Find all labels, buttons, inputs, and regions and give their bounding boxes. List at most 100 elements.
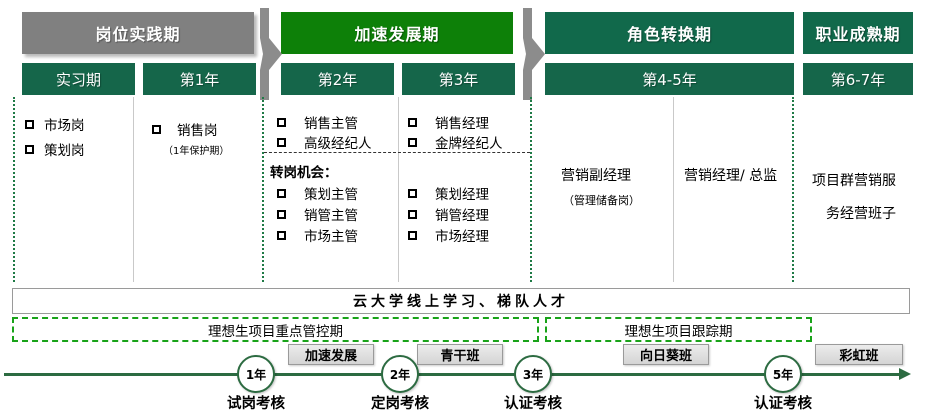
role-year45-deputy-manager: 营销副经理 — [561, 168, 631, 184]
ideal-student-control-period-bar: 理想生项目重点管控期 — [12, 317, 539, 342]
milestone-year-1: 1年 — [245, 367, 267, 382]
training-badge-youth-cadre-label: 青干班 — [440, 349, 480, 364]
phase-banner-acceleration-label: 加速发展期 — [354, 25, 440, 44]
list-item-year2-transfer-0: 策划主管 — [277, 183, 358, 203]
year-box-year3: 第3年 — [402, 63, 515, 95]
checkbox-icon[interactable] — [408, 209, 417, 219]
phase-banner-practice-label: 岗位实践期 — [95, 25, 181, 44]
list-item-intern-0: 市场岗 — [25, 114, 85, 134]
column-separator-year2-year3 — [398, 97, 399, 282]
milestone-marker-3: 3年 — [514, 355, 552, 393]
list-item-label: 高级经纪人 — [304, 136, 372, 152]
list-item-label: 金牌经纪人 — [435, 136, 503, 152]
year-box-year1-label: 第1年 — [179, 70, 220, 89]
milestone-marker-2: 2年 — [381, 355, 419, 393]
list-item-label: 销管经理 — [435, 208, 489, 224]
checkbox-icon[interactable] — [408, 117, 417, 127]
list-item-label: 策划岗 — [44, 143, 85, 159]
milestone-marker-5: 5年 — [764, 355, 802, 393]
phase-banner-maturity: 职业成熟期 — [803, 12, 913, 54]
phase-banner-acceleration: 加速发展期 — [281, 12, 513, 54]
transfer-section-divider — [264, 152, 530, 153]
checkbox-icon[interactable] — [152, 124, 161, 134]
milestone-year-3: 3年 — [522, 367, 544, 382]
timeline-arrow-icon — [899, 368, 911, 380]
role-year67-line1: 项目群营销服 — [812, 173, 896, 189]
timeline-axis — [4, 373, 901, 376]
year-box-year67-label: 第6-7年 — [830, 70, 886, 89]
checkbox-icon[interactable] — [277, 230, 286, 240]
list-item-year3-transfer-1: 销管经理 — [408, 204, 489, 224]
training-badge-rainbow-label: 彩虹班 — [839, 349, 879, 364]
list-item-year2-transfer-2: 市场主管 — [277, 225, 358, 245]
list-item-label: 销管主管 — [304, 208, 358, 224]
list-item-label: 策划主管 — [304, 187, 358, 203]
column-separator-intern-year1 — [133, 97, 134, 282]
year-box-year2-label: 第2年 — [317, 70, 358, 89]
year-box-year3-label: 第3年 — [438, 70, 479, 89]
checkbox-icon[interactable] — [408, 188, 417, 198]
list-item-label: 策划经理 — [435, 187, 489, 203]
ideal-student-control-period-label: 理想生项目重点管控期 — [208, 323, 343, 340]
milestone-label-3: 认证考核 — [504, 396, 562, 412]
training-badge-sunflower-label: 向日葵班 — [639, 349, 692, 364]
column-separator-left — [13, 97, 15, 282]
role-year45-manager-director: 营销经理/ 总监 — [684, 168, 778, 184]
cloud-university-bar-label: 云大学线上学习、梯队人才 — [353, 294, 569, 310]
column-separator-mid-left — [262, 97, 264, 282]
milestone-marker-1: 1年 — [237, 355, 275, 393]
year-box-year1: 第1年 — [143, 63, 256, 95]
year-box-year2: 第2年 — [281, 63, 394, 95]
year1-protection-note: （1年保护期） — [163, 146, 230, 157]
year-box-year45-label: 第4-5年 — [642, 70, 697, 89]
year-box-intern-label: 实习期 — [55, 70, 101, 89]
checkbox-icon[interactable] — [277, 209, 286, 219]
column-separator-year45 — [673, 97, 674, 282]
checkbox-icon[interactable] — [25, 119, 34, 129]
list-item-year3-transfer-2: 市场经理 — [408, 225, 489, 245]
phase-banner-role-transition-label: 角色转换期 — [626, 25, 712, 44]
phase-banner-practice: 岗位实践期 — [22, 12, 254, 54]
milestone-label-2: 定岗考核 — [371, 396, 429, 412]
chevron-arrow-icon-1 — [258, 8, 284, 100]
list-item-year2-primary-0: 销售主管 — [277, 112, 358, 132]
role-year45-deputy-manager-note: （管理储备岗） — [563, 194, 640, 207]
checkbox-icon[interactable] — [277, 117, 286, 127]
list-item-label: 销售主管 — [304, 116, 358, 132]
training-badge-accelerate[interactable]: 加速发展 — [288, 344, 374, 365]
role-year67-line2: 务经营班子 — [826, 206, 896, 222]
milestone-label-5: 认证考核 — [754, 396, 812, 412]
milestone-year-5: 5年 — [772, 367, 794, 382]
training-badge-sunflower[interactable]: 向日葵班 — [623, 344, 709, 365]
checkbox-icon[interactable] — [277, 137, 286, 147]
training-badge-youth-cadre[interactable]: 青干班 — [417, 344, 503, 365]
year-box-year67: 第6-7年 — [803, 63, 913, 95]
column-separator-right — [792, 97, 794, 282]
list-item-year3-primary-1: 金牌经纪人 — [408, 132, 503, 152]
list-item-year3-primary-0: 销售经理 — [408, 112, 489, 132]
list-item-year1-0: 销售岗 — [152, 119, 218, 139]
list-item-label: 市场主管 — [304, 229, 358, 245]
training-badge-accelerate-label: 加速发展 — [304, 349, 357, 364]
transfer-opportunity-heading: 转岗机会： — [270, 165, 338, 181]
checkbox-icon[interactable] — [25, 144, 34, 154]
milestone-year-2: 2年 — [389, 367, 411, 382]
list-item-year3-transfer-0: 策划经理 — [408, 183, 489, 203]
year-box-year45: 第4-5年 — [545, 63, 794, 95]
list-item-label: 市场经理 — [435, 229, 489, 245]
list-item-year2-primary-1: 高级经纪人 — [277, 132, 372, 152]
list-item-label: 市场岗 — [44, 118, 85, 134]
list-item-label: 销售经理 — [435, 116, 489, 132]
checkbox-icon[interactable] — [408, 137, 417, 147]
chevron-arrow-icon-2 — [521, 8, 547, 100]
training-badge-rainbow[interactable]: 彩虹班 — [815, 344, 903, 365]
list-item-label: 销售岗 — [177, 123, 218, 139]
ideal-student-tracking-period-label: 理想生项目跟踪期 — [624, 323, 733, 340]
checkbox-icon[interactable] — [277, 188, 286, 198]
checkbox-icon[interactable] — [408, 230, 417, 240]
year-box-intern: 实习期 — [22, 63, 135, 95]
list-item-intern-1: 策划岗 — [25, 139, 85, 159]
phase-banner-role-transition: 角色转换期 — [545, 12, 794, 54]
column-separator-mid-right — [530, 97, 532, 282]
